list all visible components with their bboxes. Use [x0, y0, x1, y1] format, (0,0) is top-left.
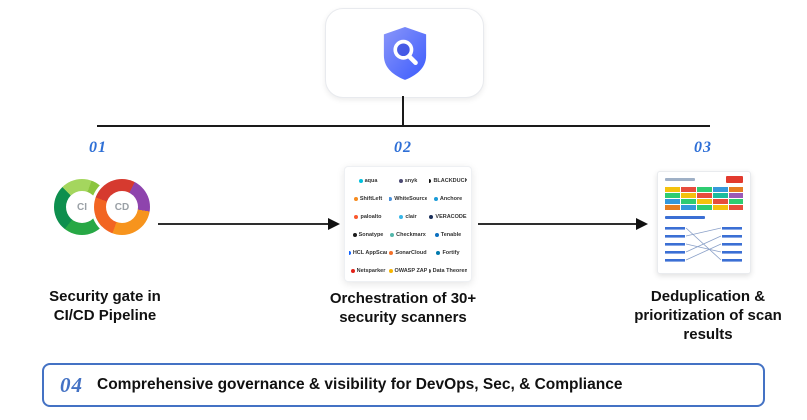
- scanner-logo: paloalto: [349, 208, 387, 225]
- ci-label: CI: [77, 201, 87, 213]
- scanner-logo-mark-icon: [429, 214, 434, 219]
- arrow-right-icon: [478, 218, 648, 230]
- scanner-logo-name: ShiftLeft: [359, 195, 383, 202]
- scanner-logo-mark-icon: [399, 214, 404, 219]
- scanner-logo-mark-icon: [352, 232, 357, 237]
- scanner-logo-name: clair: [405, 213, 417, 220]
- step-number-03: 03: [694, 139, 712, 156]
- scanner-logo: Anchore: [429, 190, 467, 207]
- scanner-logo: aqua: [349, 172, 387, 189]
- scanner-logo-mark-icon: [429, 268, 431, 273]
- scanner-logo-mark-icon: [389, 196, 393, 201]
- scanner-logo: SonarCloud: [389, 244, 427, 261]
- scan-results-heatmap-icon: [665, 176, 743, 262]
- scanner-logo-mark-icon: [389, 268, 393, 273]
- cd-loop-icon: CD: [94, 179, 150, 235]
- governance-banner: 04 Comprehensive governance & visibility…: [42, 363, 765, 407]
- scanner-logo-name: WhiteSource: [394, 195, 427, 202]
- scanner-logo-name: BLACKDUCK: [433, 177, 467, 184]
- scanner-logo: Data Theorem: [429, 262, 467, 279]
- step-number-01: 01: [89, 139, 107, 156]
- banner-number: 04: [60, 372, 83, 397]
- scanner-logo-mark-icon: [350, 268, 355, 273]
- scanner-logo-mark-icon: [354, 214, 359, 219]
- scanner-logo-name: aqua: [364, 177, 378, 184]
- scanner-logo-mark-icon: [353, 196, 358, 201]
- scanner-logo: Checkmarx: [389, 226, 427, 243]
- connector-horizontal-line: [97, 125, 710, 127]
- scanner-logo-mark-icon: [358, 178, 363, 183]
- scanner-logo-name: Tenable: [440, 231, 462, 238]
- scanner-logo-mark-icon: [390, 232, 395, 237]
- scanner-logo-name: Anchore: [439, 195, 463, 202]
- scanner-logo: WhiteSource: [389, 190, 427, 207]
- scanner-logo-mark-icon: [349, 250, 351, 255]
- step-number-02: 02: [394, 139, 412, 156]
- scanner-logo: Tenable: [429, 226, 467, 243]
- scanner-logo: VERACODE: [429, 208, 467, 225]
- scanner-logo: OWASP ZAP: [389, 262, 427, 279]
- cd-label: CD: [114, 201, 130, 213]
- scanner-logo-mark-icon: [429, 178, 432, 183]
- scanner-logo: clair: [389, 208, 427, 225]
- step-caption-3: Deduplication & prioritization of scan r…: [634, 288, 782, 343]
- scanner-logo-mark-icon: [436, 250, 441, 255]
- scanner-logo: HCL AppScan: [349, 244, 387, 261]
- scanner-logo-name: Sonatype: [358, 231, 384, 238]
- banner-text: Comprehensive governance & visibility fo…: [97, 376, 623, 393]
- scanner-logo-name: SonarCloud: [395, 249, 427, 256]
- logo-card: [325, 8, 484, 98]
- scanner-logo: Sonatype: [349, 226, 387, 243]
- step-caption-2: Orchestration of 30+ security scanners: [329, 290, 477, 326]
- scanner-logo-name: Data Theorem: [432, 267, 467, 274]
- scanner-logo-name: Fortify: [442, 249, 460, 256]
- scan-results-card: [657, 171, 751, 274]
- scanner-logo-mark-icon: [434, 232, 439, 237]
- scanner-logo: BLACKDUCK: [429, 172, 467, 189]
- scanner-logo-name: Netsparker: [356, 267, 386, 274]
- scanner-logo: Fortify: [429, 244, 467, 261]
- scanner-logo: snyk: [389, 172, 427, 189]
- cicd-infinity-icon: CI CD: [54, 179, 150, 235]
- scanner-logo-name: VERACODE: [435, 213, 467, 220]
- scanner-logo: ShiftLeft: [349, 190, 387, 207]
- scanner-logo-mark-icon: [389, 250, 394, 255]
- scanner-logo-name: Checkmarx: [396, 231, 426, 238]
- scanner-logo-name: snyk: [404, 177, 418, 184]
- scanner-logo-mark-icon: [433, 196, 438, 201]
- scanner-logo: Netsparker: [349, 262, 387, 279]
- scanner-logo-mark-icon: [398, 178, 403, 183]
- shield-magnifier-icon: [383, 27, 426, 80]
- scanner-logo-name: paloalto: [360, 213, 382, 220]
- scanner-grid: aqua snyk BLACKDUCK ShiftLeft WhiteSource Anc…: [345, 167, 471, 284]
- scanner-logo-name: HCL AppScan: [352, 249, 387, 256]
- step-caption-1: Security gate in CI/CD Pipeline: [49, 288, 161, 324]
- connector-vertical-line: [402, 96, 404, 126]
- scanner-logos-card: aqua snyk BLACKDUCK ShiftLeft WhiteSource Anc…: [344, 166, 472, 282]
- scanner-logo-name: OWASP ZAP: [394, 267, 427, 274]
- arrow-right-icon: [158, 218, 340, 230]
